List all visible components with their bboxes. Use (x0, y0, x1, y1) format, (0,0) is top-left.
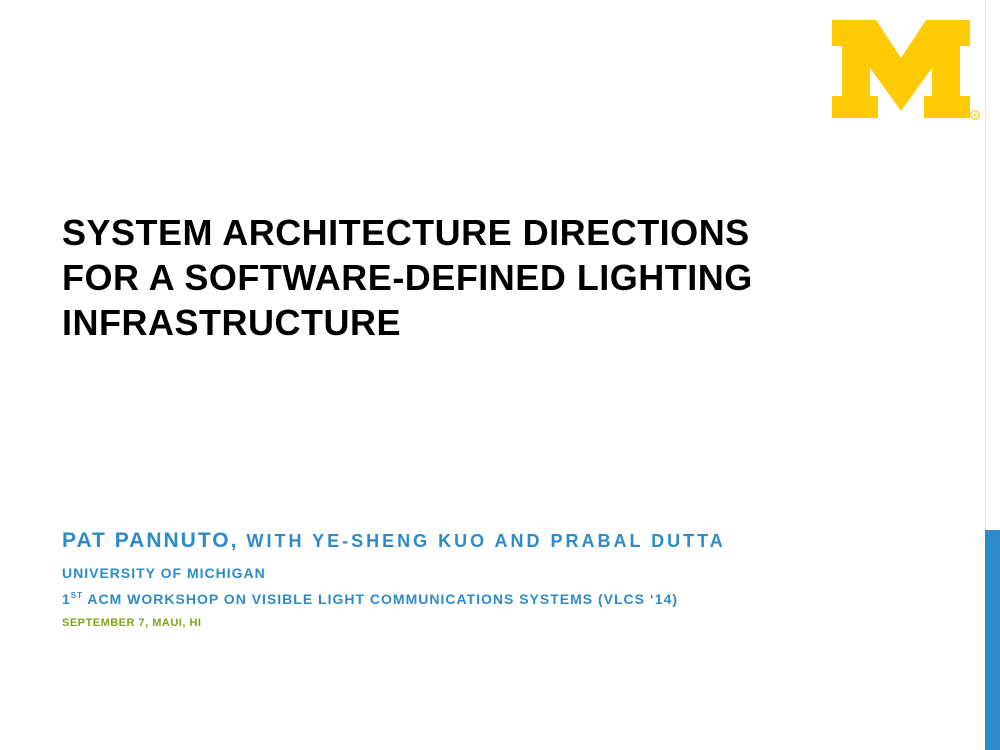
title-line-2: FOR A SOFTWARE-DEFINED LIGHTING (62, 257, 753, 298)
block-m-logo-icon: ® (832, 18, 982, 122)
affiliation: UNIVERSITY OF MICHIGAN (62, 565, 266, 581)
coauthors: WITH YE-SHENG KUO AND PRABAL DUTTA (238, 531, 726, 551)
right-accent-bar (985, 530, 1000, 750)
presenter-name: PAT PANNUTO, (62, 529, 239, 552)
title-line-1: SYSTEM ARCHITECTURE DIRECTIONS (62, 212, 750, 253)
date-location: SEPTEMBER 7, MAUI, HI (62, 617, 202, 629)
right-edge-bar (985, 0, 1000, 530)
workshop-name: ACM WORKSHOP ON VISIBLE LIGHT COMMUNICAT… (83, 591, 679, 607)
title-line-3: INFRASTRUCTURE (62, 302, 401, 343)
slide-title: SYSTEM ARCHITECTURE DIRECTIONS FOR A SOF… (62, 210, 942, 345)
workshop-ordinal: ST (70, 591, 84, 600)
author-line: PAT PANNUTO, WITH YE-SHENG KUO AND PRABA… (62, 529, 726, 553)
workshop-line: 1ST ACM WORKSHOP ON VISIBLE LIGHT COMMUN… (62, 591, 678, 607)
trademark-mark: ® (973, 113, 978, 120)
workshop-number: 1 (62, 591, 71, 607)
